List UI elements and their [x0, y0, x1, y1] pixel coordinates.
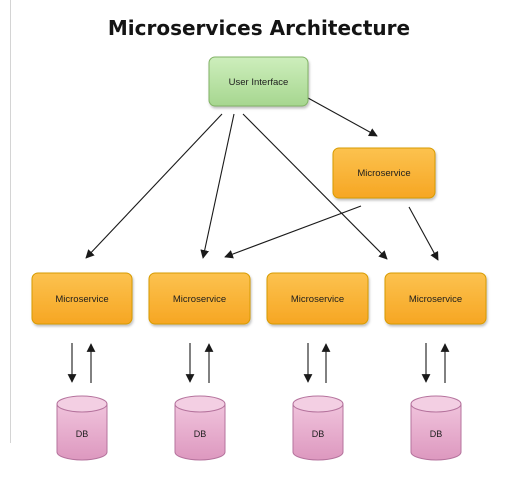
edge-ui-to-top-service	[307, 97, 378, 137]
microservice-node-1: Microservice	[31, 272, 133, 325]
database-4-label: DB	[430, 429, 443, 439]
microservice-node-3: Microservice	[266, 272, 369, 325]
database-4: DB	[410, 395, 462, 461]
database-3: DB	[292, 395, 344, 461]
user-interface-node: User Interface	[208, 56, 309, 107]
top-microservice-label: Microservice	[357, 168, 410, 179]
microservice-node-2: Microservice	[148, 272, 251, 325]
connector-lines	[67, 97, 450, 383]
edge-ui-to-service-2	[200, 113, 235, 259]
microservice-1-label: Microservice	[55, 294, 108, 305]
top-microservice-node: Microservice	[332, 147, 436, 199]
microservice-4-label: Microservice	[409, 294, 462, 305]
left-border-line	[10, 0, 11, 443]
database-1: DB	[56, 395, 108, 461]
edge-top-service-to-service-4	[408, 206, 439, 261]
database-1-label: DB	[76, 429, 89, 439]
edge-ui-to-service-1	[85, 113, 223, 259]
database-3-label: DB	[312, 429, 325, 439]
edge-ui-to-service-4	[242, 113, 388, 260]
edge-top-service-to-service-2	[224, 205, 362, 259]
user-interface-label: User Interface	[229, 77, 289, 88]
database-2-label: DB	[194, 429, 207, 439]
diagram-title: Microservices Architecture	[107, 16, 411, 40]
database-2: DB	[174, 395, 226, 461]
microservice-3-label: Microservice	[291, 294, 344, 305]
microservice-node-4: Microservice	[384, 272, 487, 325]
microservice-2-label: Microservice	[173, 294, 226, 305]
